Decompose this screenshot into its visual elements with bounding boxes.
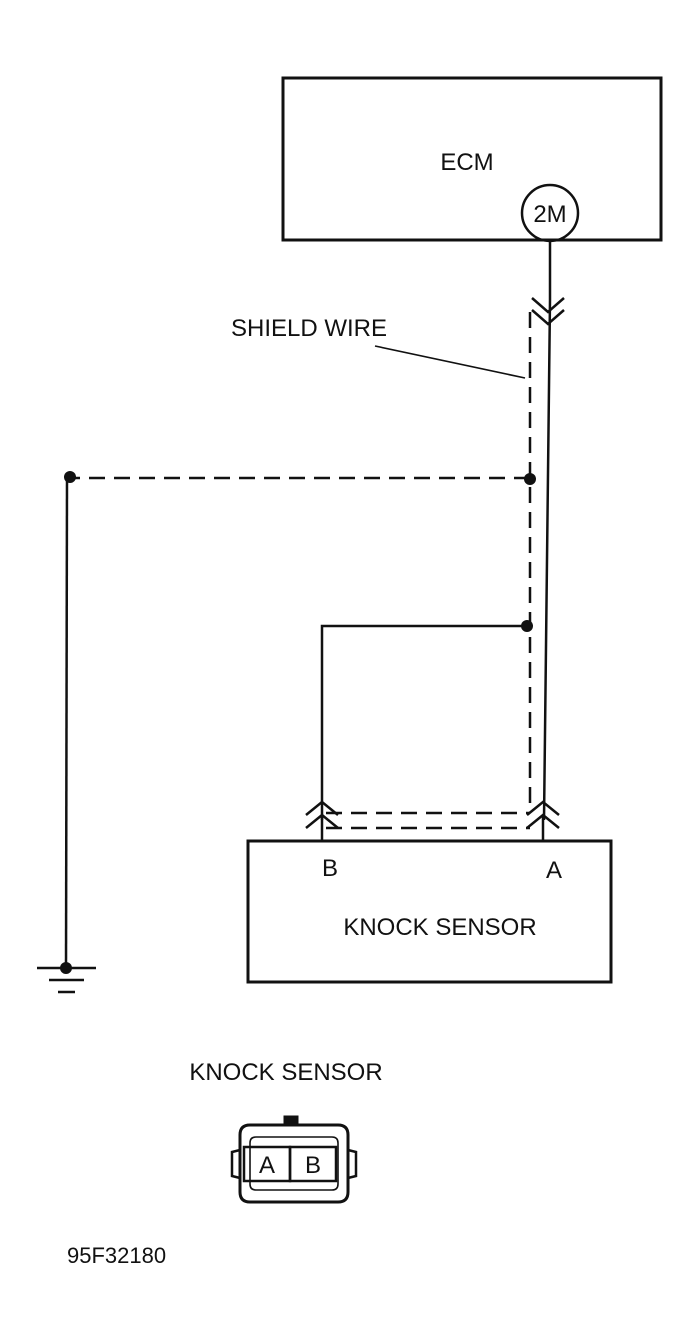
shield-wire-leader	[374, 345, 526, 379]
knock-sensor-box	[246, 839, 613, 984]
shield-wire-label: SHIELD WIRE	[231, 315, 387, 342]
signal-wire-line	[542, 241, 552, 821]
knock-sensor-label: KNOCK SENSOR	[343, 914, 536, 941]
knock-sensor-unit: B A KNOCK SENSOR	[246, 839, 613, 984]
ecm-unit: ECM 2M	[281, 76, 663, 243]
shield-junction-dot-upper	[524, 473, 536, 485]
connector-inner-shell	[249, 1136, 339, 1191]
shield-wire: SHIELD WIRE	[70, 312, 532, 830]
ecm-box	[281, 76, 663, 242]
knock-sensor-connector: KNOCK SENSOR A B	[189, 1059, 383, 1204]
ground-symbol	[37, 477, 96, 994]
connector-left-tab	[230, 1148, 241, 1180]
connector-outer-shell	[238, 1123, 350, 1204]
ecm-terminal-label: 2M	[533, 201, 566, 228]
knock-sensor-pin-b-label: B	[322, 855, 338, 882]
connector-pin-a-label: A	[259, 1152, 275, 1179]
signal-wire	[526, 241, 565, 840]
ground-vertical-line	[64, 477, 69, 969]
connector-pin-b-label: B	[305, 1152, 321, 1179]
shield-junction-dot-lower	[521, 620, 533, 632]
sensor-ground-wire	[305, 624, 527, 840]
connector-title: KNOCK SENSOR	[189, 1059, 382, 1086]
connector-latch	[283, 1115, 299, 1126]
connector-right-tab	[347, 1148, 358, 1180]
connector-cavity-b	[288, 1145, 338, 1183]
figure-id: 95F32180	[67, 1243, 166, 1268]
ecm-label: ECM	[440, 149, 493, 176]
knock-sensor-pin-a-label: A	[546, 857, 562, 884]
ecm-side-connector-mark	[531, 297, 565, 326]
sensor-ground-wire-line	[320, 624, 527, 820]
